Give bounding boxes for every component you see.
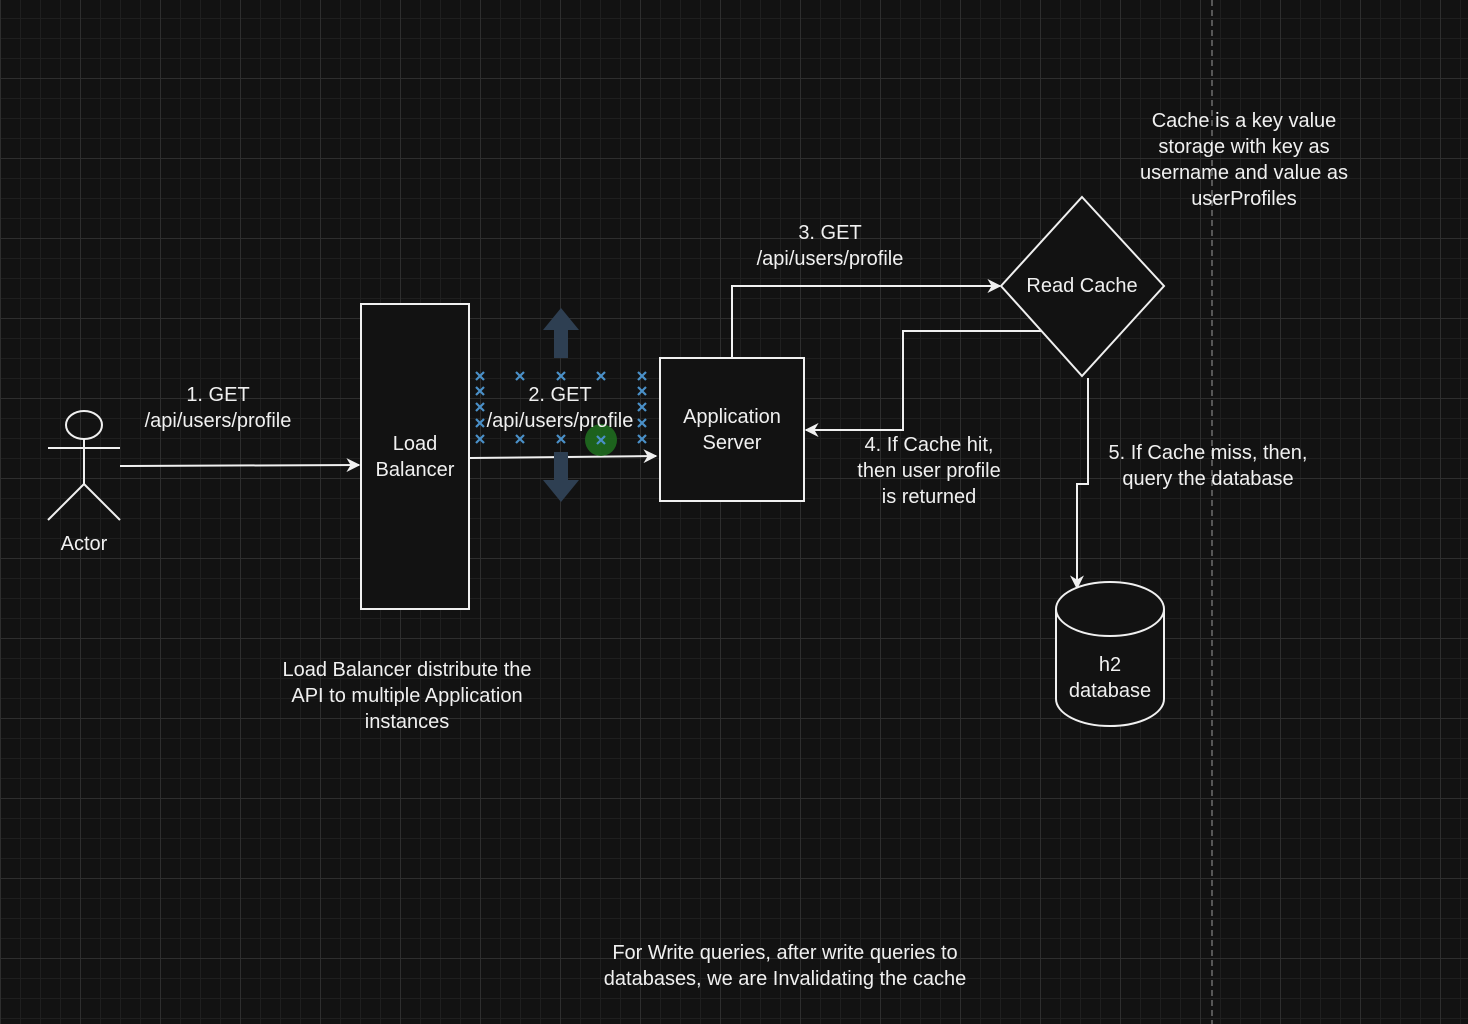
database-cylinder[interactable]: [1055, 581, 1165, 727]
application-server-label: Application Server: [683, 405, 781, 454]
edge-cache-to-db[interactable]: [1070, 378, 1089, 590]
actor-label: Actor: [60, 533, 108, 555]
hover-connection-point[interactable]: [585, 424, 617, 456]
edge-app-to-cache[interactable]: [731, 279, 1002, 357]
connect-arrow-down-icon[interactable]: [543, 452, 579, 502]
edge-label-step5[interactable]: 5. If Cache miss, then, query the databa…: [1108, 442, 1308, 490]
application-server-node[interactable]: Application Server: [659, 357, 805, 502]
edge-label-step3[interactable]: 3. GET /api/users/profile: [756, 222, 904, 270]
actor-icon[interactable]: [47, 410, 121, 521]
selection-handles[interactable]: [475, 371, 647, 444]
edge-actor-to-lb[interactable]: [119, 458, 361, 473]
cache-note[interactable]: Cache is a key value storage with key as…: [1140, 110, 1348, 210]
edge-label-step1[interactable]: 1. GET /api/users/profile: [144, 384, 292, 432]
load-balancer-label: Load Balancer: [375, 432, 455, 481]
edge-label-step4[interactable]: 4. If Cache hit, then user profile is re…: [857, 434, 1001, 508]
edge-cache-to-app[interactable]: [804, 330, 1042, 437]
load-balancer-node[interactable]: Load Balancer: [360, 303, 470, 610]
connect-arrow-up-icon[interactable]: [543, 308, 579, 358]
load-balancer-note[interactable]: Load Balancer distribute the API to mult…: [282, 659, 532, 733]
database-label: h2 database: [1068, 654, 1152, 702]
read-cache-diamond[interactable]: [999, 195, 1166, 378]
edge-label-step2[interactable]: 2. GET /api/users/profile: [486, 384, 634, 432]
write-queries-note[interactable]: For Write queries, after write queries t…: [603, 942, 967, 990]
read-cache-label: Read Cache: [1026, 275, 1138, 297]
